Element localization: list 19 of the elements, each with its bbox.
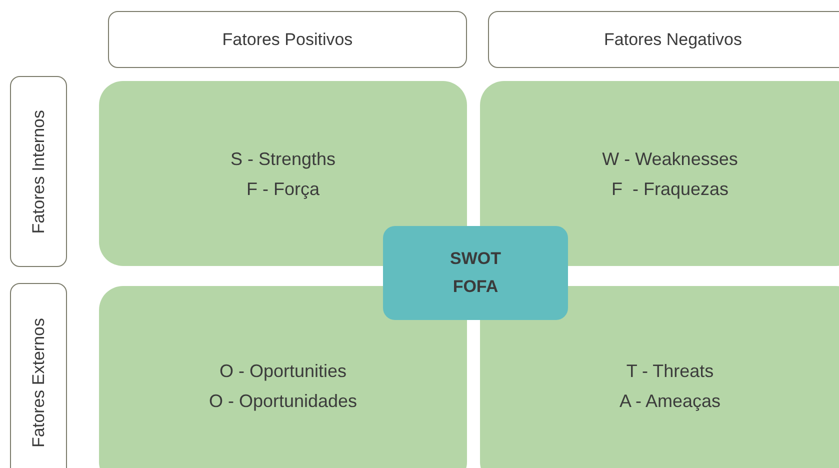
label-text: W - Weaknesses: [602, 148, 738, 170]
label-text: FOFA: [452, 276, 498, 298]
label-text: F - Força: [246, 178, 320, 201]
label-text: SWOT: [450, 248, 501, 270]
label-text: A - Ameaças: [619, 390, 721, 413]
column-header: [488, 11, 839, 68]
label-text: Fatores Positivos: [222, 30, 353, 50]
label-text: Fatores Internos: [28, 110, 48, 234]
label-text: F - Fraquezas: [611, 178, 729, 201]
label-text: O - Oportunities: [219, 360, 347, 383]
row-header: [10, 76, 67, 267]
label-text: O - Oportunidades: [208, 390, 358, 413]
label-text: T - Threats: [626, 360, 714, 383]
center-badge: [383, 226, 568, 320]
column-header: [108, 11, 467, 68]
row-header: [10, 283, 67, 468]
label-text: Fatores Negativos: [604, 30, 742, 50]
label-text: S - Strengths: [230, 148, 336, 171]
label-text: Fatores Externos: [28, 318, 48, 448]
